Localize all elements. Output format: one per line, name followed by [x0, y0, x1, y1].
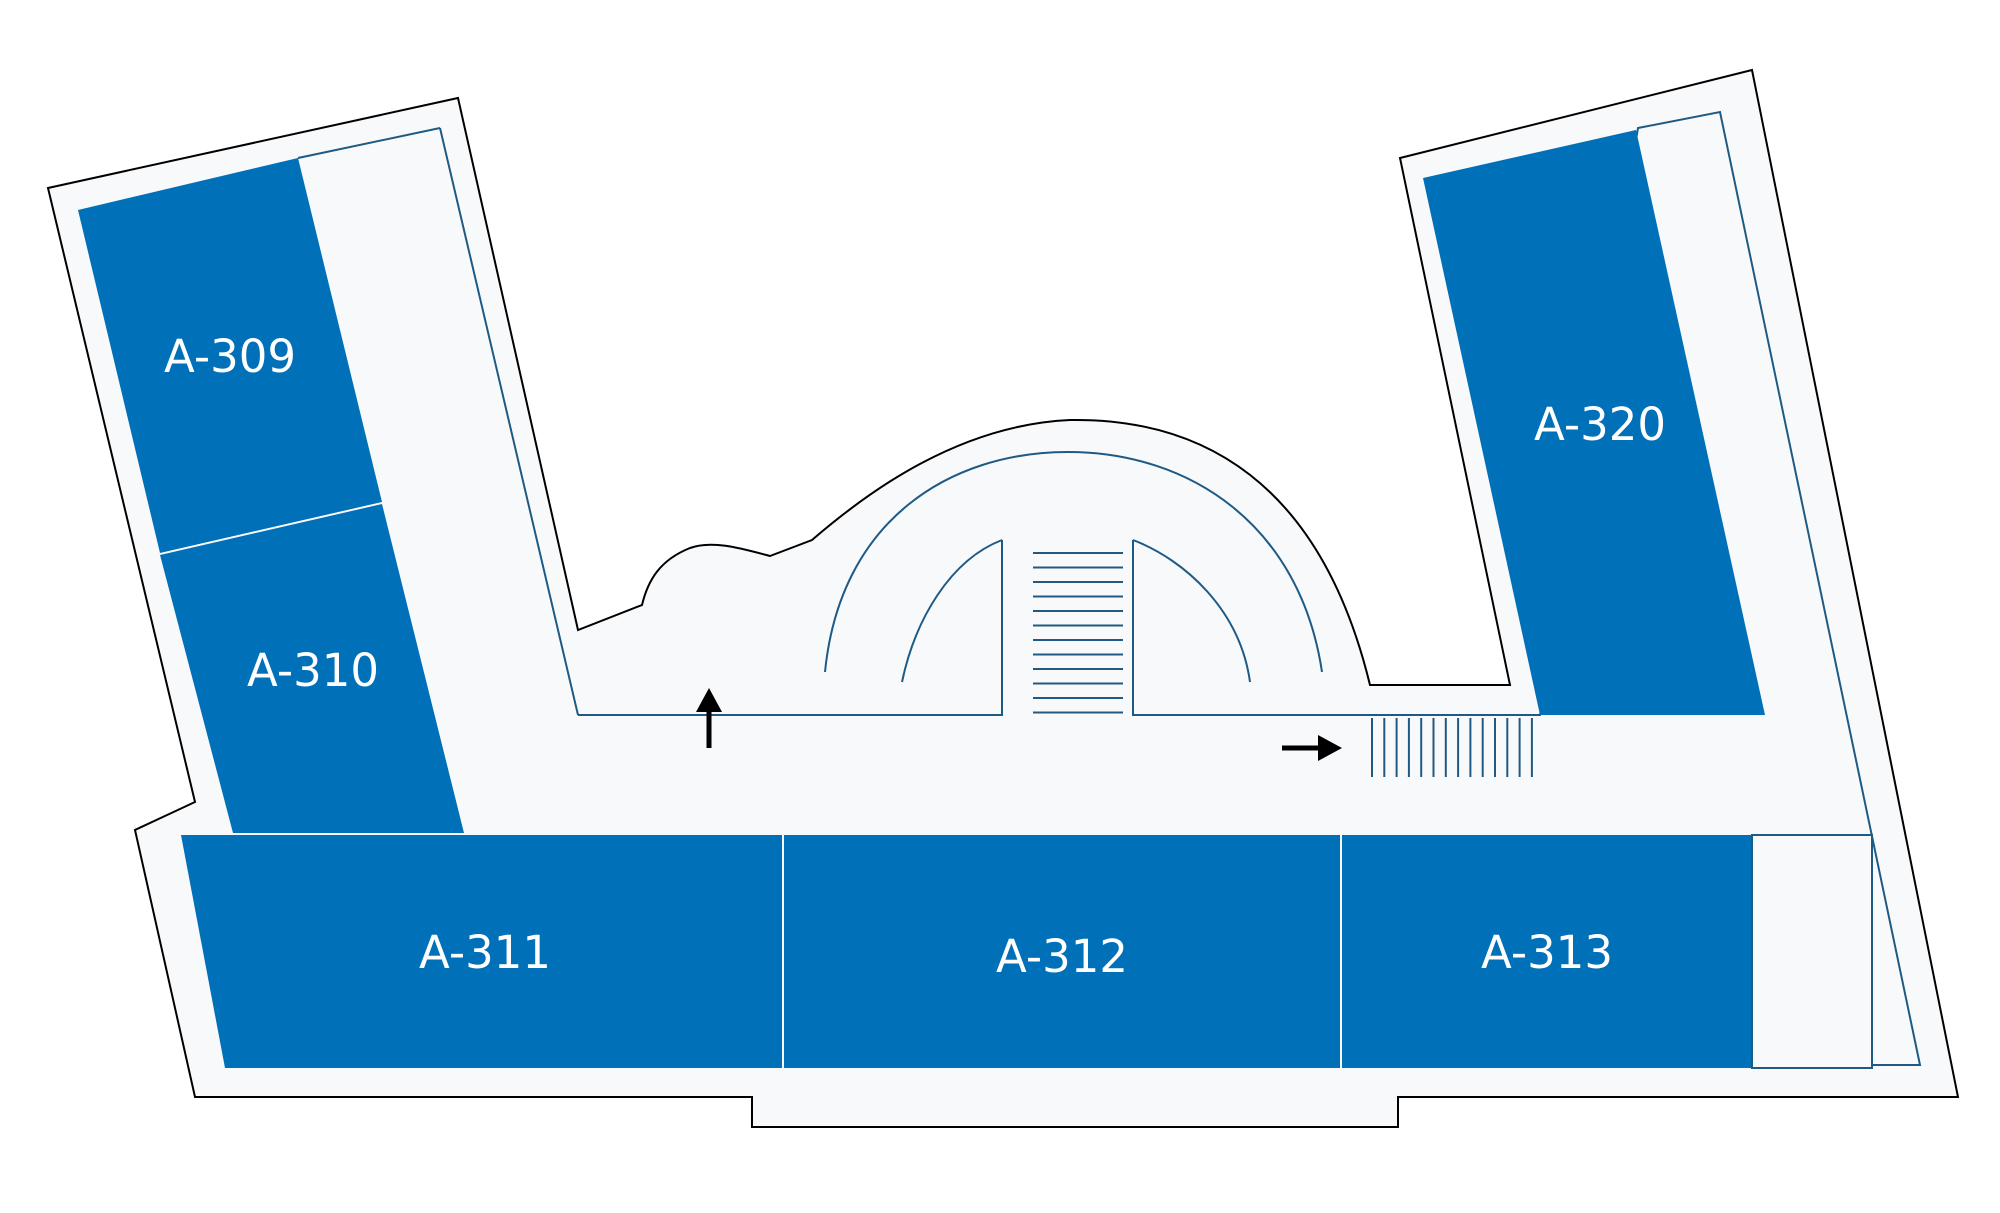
room-a313[interactable] — [1342, 835, 1752, 1068]
arrow-up-icon — [696, 688, 722, 748]
room-a312[interactable] — [784, 835, 1340, 1068]
arrow-right-icon — [1282, 735, 1342, 761]
atrium-right-arc — [1132, 539, 1251, 683]
room-a311[interactable] — [181, 835, 782, 1068]
room-a309[interactable] — [78, 158, 382, 553]
room-label-a320: A-320 — [1534, 398, 1666, 451]
room-unlabeled-corner — [1751, 834, 1873, 1069]
room-label-a310: A-310 — [247, 644, 379, 697]
atrium-left-arc — [901, 539, 1003, 683]
atrium-inner-arch — [824, 450, 1323, 673]
staircase-central — [1033, 552, 1123, 714]
staircase-corridor — [1371, 718, 1533, 777]
inner-corridor-wall — [297, 110, 1922, 1066]
room-a320[interactable] — [1423, 130, 1765, 715]
room-label-a312: A-312 — [996, 930, 1128, 983]
room-a310[interactable] — [160, 504, 464, 833]
room-label-a311: A-311 — [419, 926, 551, 979]
room-label-a313: A-313 — [1481, 926, 1613, 979]
room-label-a309: A-309 — [164, 330, 296, 383]
